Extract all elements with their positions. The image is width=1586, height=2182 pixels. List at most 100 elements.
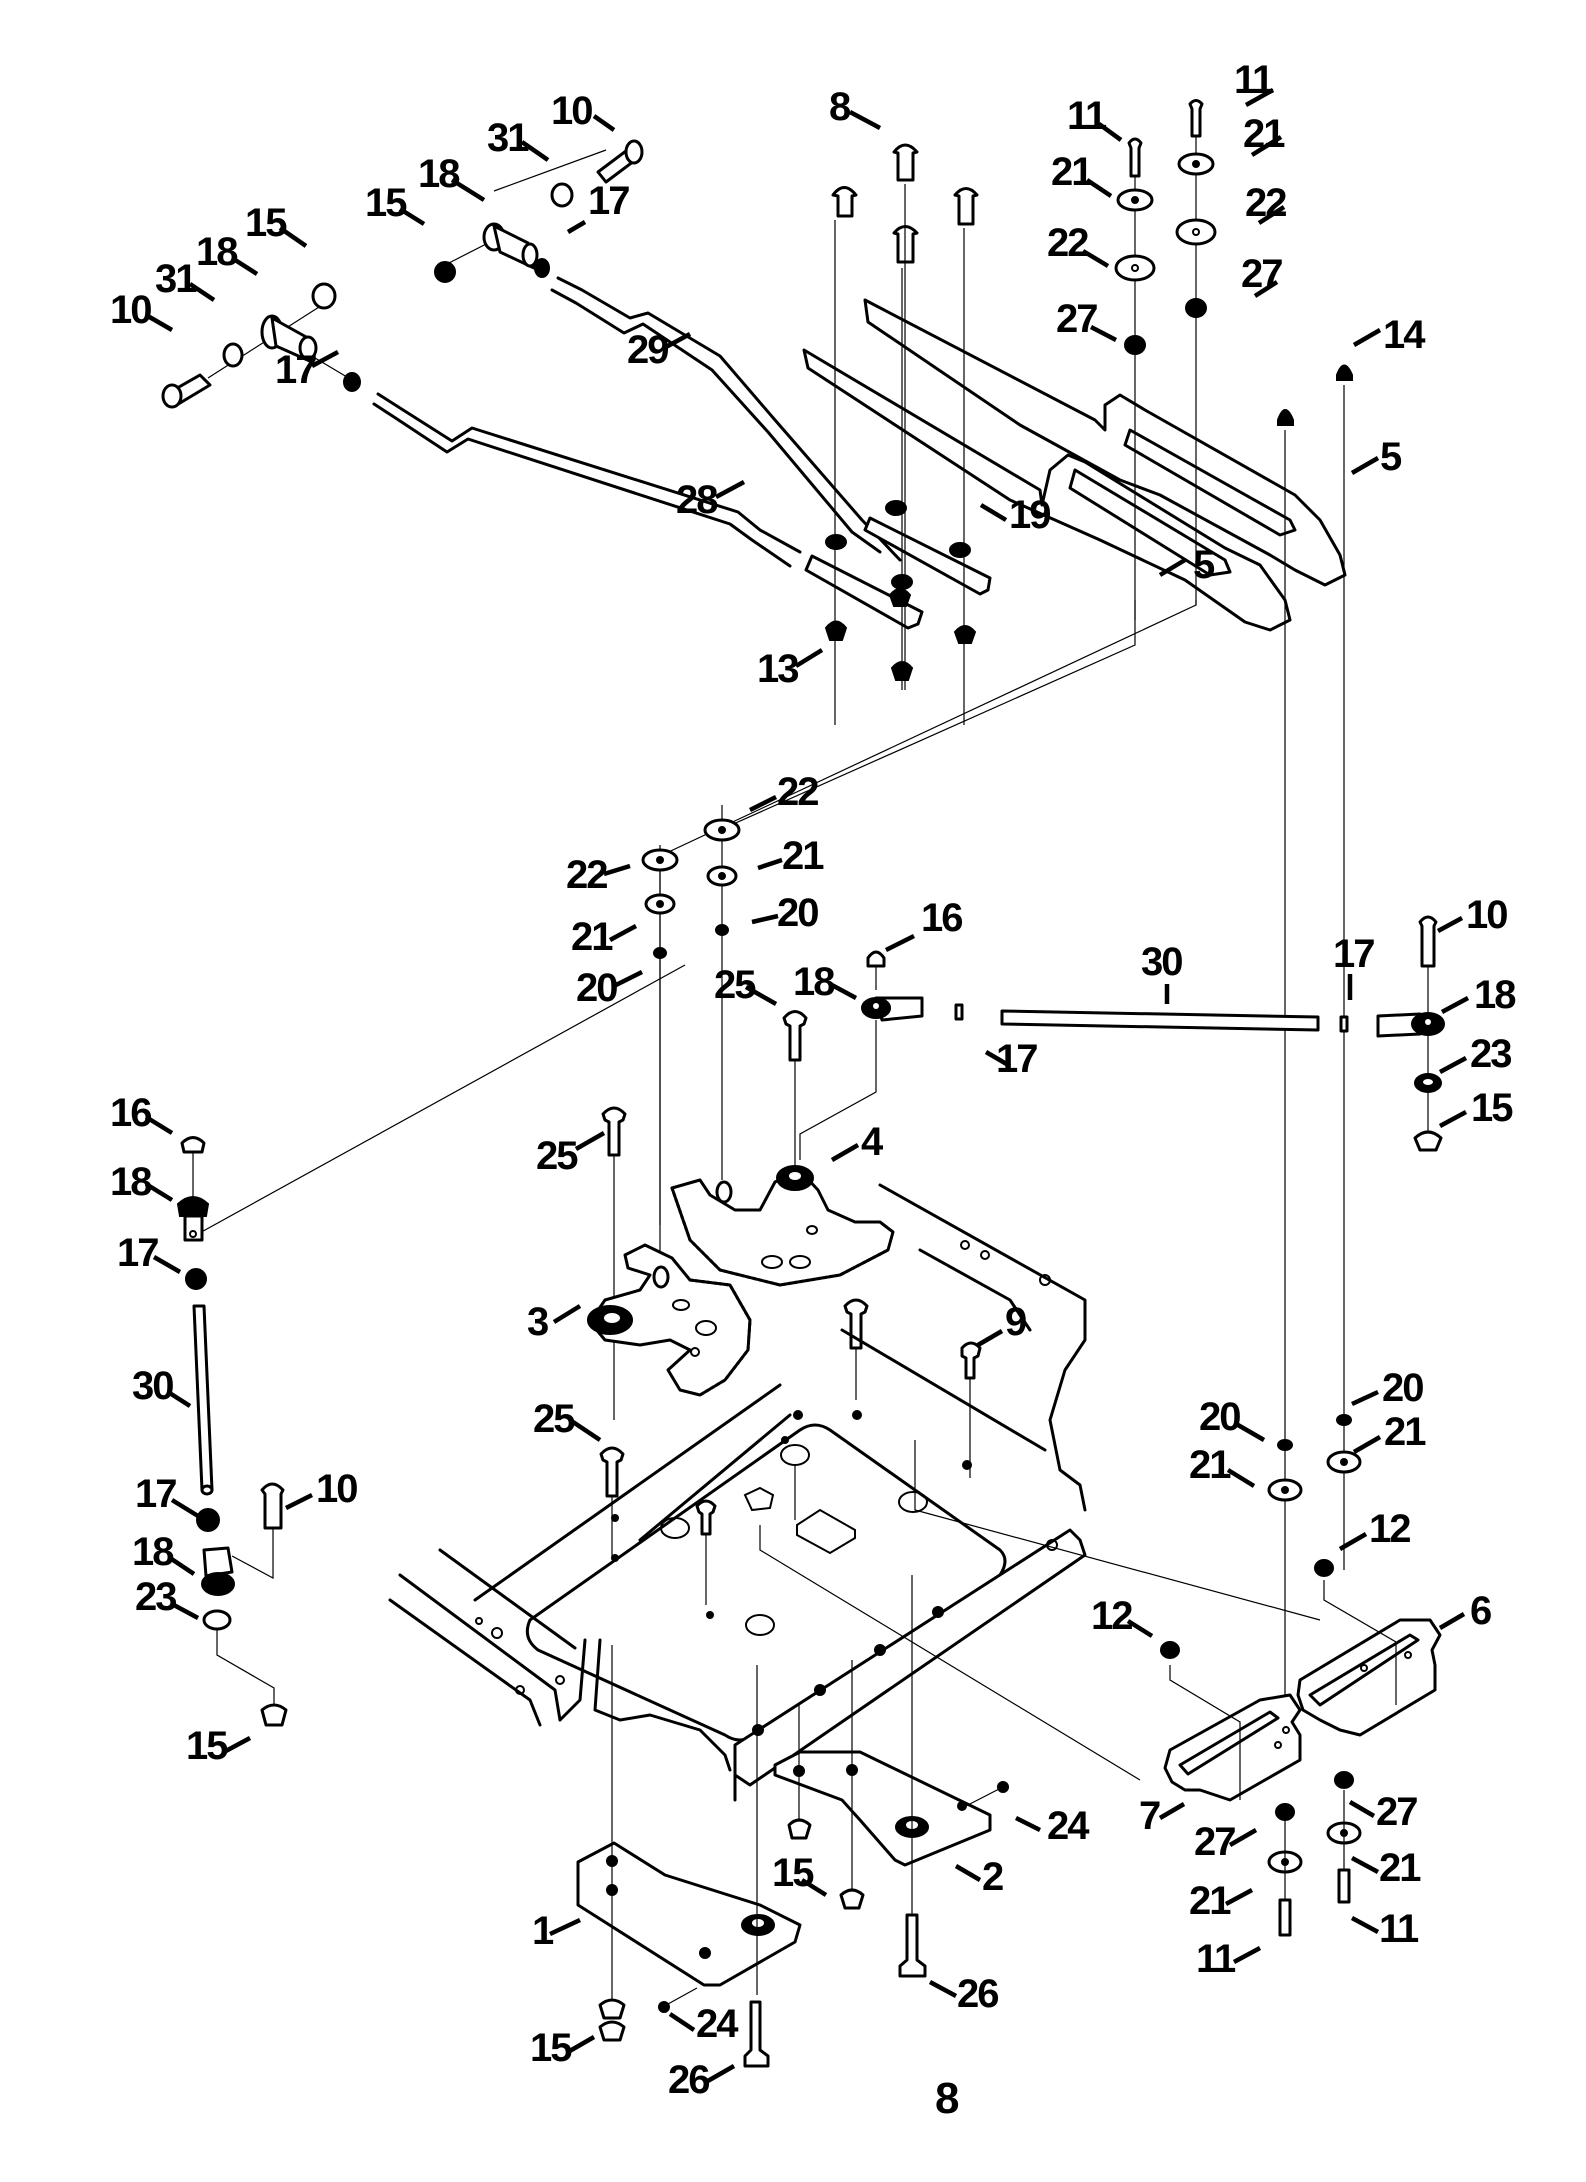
callout-label: 8	[829, 85, 851, 129]
callout-leader-line	[1438, 1056, 1468, 1074]
hardware-stack-bottom-right	[1160, 1414, 1362, 1937]
callout-leader-line	[1126, 1619, 1154, 1638]
callout-leader-line	[984, 1050, 1012, 1068]
callout-leader-line	[828, 982, 858, 1000]
callout-leader-line	[664, 332, 692, 349]
callout-leader-line	[1352, 1435, 1382, 1454]
main-chassis-plate	[388, 1183, 1321, 1802]
callout-leader-line	[1228, 1828, 1258, 1847]
callout-label: 6	[1470, 1589, 1491, 1633]
callout-label: 11	[1379, 1907, 1419, 1951]
callout-leader-line	[168, 1556, 196, 1576]
callout-label: 12	[1369, 1507, 1410, 1551]
callout-leader-line	[1436, 916, 1464, 933]
callout-leader-line	[714, 480, 746, 499]
callout-leader-line	[1350, 1856, 1380, 1874]
washer-stack-mid-left	[641, 845, 679, 1225]
carriage-bolts-8	[831, 143, 979, 725]
callout-leader-line	[603, 863, 631, 877]
bracket-2	[773, 1575, 1009, 1978]
callout-label: 21	[1243, 112, 1285, 156]
callout-label: 18	[418, 152, 460, 196]
rod-end-assembly-upper	[434, 139, 644, 283]
callout-label: 1	[532, 1909, 554, 1953]
bracket-1	[576, 1645, 802, 2068]
callout-leader-line	[284, 1492, 314, 1511]
callout-leader-line	[222, 1736, 252, 1754]
callout-leader-line	[1352, 328, 1382, 347]
callout-leader-line	[230, 256, 259, 276]
callout-leader-line	[884, 933, 916, 953]
hardware-stack-top-right	[1114, 99, 1217, 620]
callout-label: 26	[957, 1972, 998, 2016]
control-rod-29	[550, 276, 902, 562]
callout-leader-line	[566, 2035, 596, 2054]
callout-label: 21	[1379, 1846, 1421, 1890]
cap-nuts-14	[1277, 364, 1353, 1725]
callout-leader-line	[549, 1917, 581, 1937]
callout-label: 17	[117, 1231, 158, 1275]
callout-label: 22	[1245, 181, 1286, 225]
callout-label: 29	[627, 328, 668, 372]
callout-leader-line	[800, 1878, 828, 1897]
callout-leader-line	[744, 985, 778, 1006]
callout-leader-line	[1440, 996, 1470, 1014]
callout-leader-line	[144, 313, 174, 332]
callout-label: 27	[1194, 1820, 1235, 1864]
callout-leader-line	[398, 207, 426, 226]
callout-leader-line	[608, 924, 638, 942]
callout-leader-line	[668, 2012, 696, 2032]
callout-leader-line	[170, 1602, 200, 1620]
callout-leader-line	[1350, 456, 1380, 475]
callout-leader-line	[152, 1255, 182, 1274]
callout-leader-line	[1226, 1468, 1256, 1488]
callout-label: 21	[1384, 1410, 1426, 1454]
callout-label: 28	[676, 478, 718, 522]
callout-label: 10	[1466, 893, 1507, 937]
callout-label: 21	[782, 834, 824, 878]
rod-end-middle	[799, 950, 964, 1160]
callout-leader-line	[751, 913, 779, 925]
callout-leader-line	[1158, 1802, 1186, 1820]
callout-label: 25	[536, 1134, 578, 1178]
callout-label: 18	[132, 1530, 174, 1574]
bracket-7	[1163, 1665, 1302, 1802]
callout-label: 3	[527, 1300, 548, 1344]
callout-label: 17	[1333, 932, 1374, 976]
callout-label: 25	[533, 1397, 575, 1441]
callout-label: 24	[1047, 1804, 1090, 1848]
callout-leader-line	[979, 503, 1008, 522]
callout-leader-line	[748, 794, 778, 813]
callout-label: 16	[110, 1091, 151, 1135]
callout-label: 31	[155, 257, 197, 301]
callout-label: 18	[1474, 973, 1516, 1017]
callout-label: 25	[714, 963, 756, 1007]
callout-label: 18	[196, 230, 238, 274]
callout-label: 30	[1141, 940, 1182, 984]
callout-label: 15	[186, 1724, 228, 1768]
callout-label: 12	[1091, 1594, 1132, 1638]
callout-label: 10	[551, 89, 592, 133]
callout-label: 30	[132, 1364, 173, 1408]
callout-label: 11	[1067, 94, 1107, 138]
callout-leader-line	[1348, 1800, 1376, 1818]
callout-label: 13	[757, 647, 798, 691]
callout-label: 21	[1189, 1443, 1231, 1487]
callout-label: 10	[316, 1467, 357, 1511]
rod-end-assembly-lower	[161, 282, 361, 409]
callout-label: 7	[1139, 1794, 1160, 1838]
callout-leader-line	[1351, 1389, 1379, 1407]
callout-label: 5	[1193, 543, 1215, 587]
callout-label: 5	[1380, 435, 1402, 479]
callout-labels: 10 31 18 15 17 15 18 31 10 17 29 28 8 11…	[110, 58, 1518, 2102]
callout-leader-line	[928, 1980, 958, 1998]
callout-leader-line	[552, 1304, 582, 1324]
callout-label: 4	[861, 1120, 884, 1164]
callout-leader-line	[1224, 1888, 1254, 1906]
callout-label: 15	[530, 2026, 572, 2070]
callout-leader-line	[757, 857, 783, 871]
callout-leader-line	[1438, 1110, 1468, 1128]
callout-leader-line	[830, 1143, 860, 1162]
nuts-13	[824, 500, 977, 681]
